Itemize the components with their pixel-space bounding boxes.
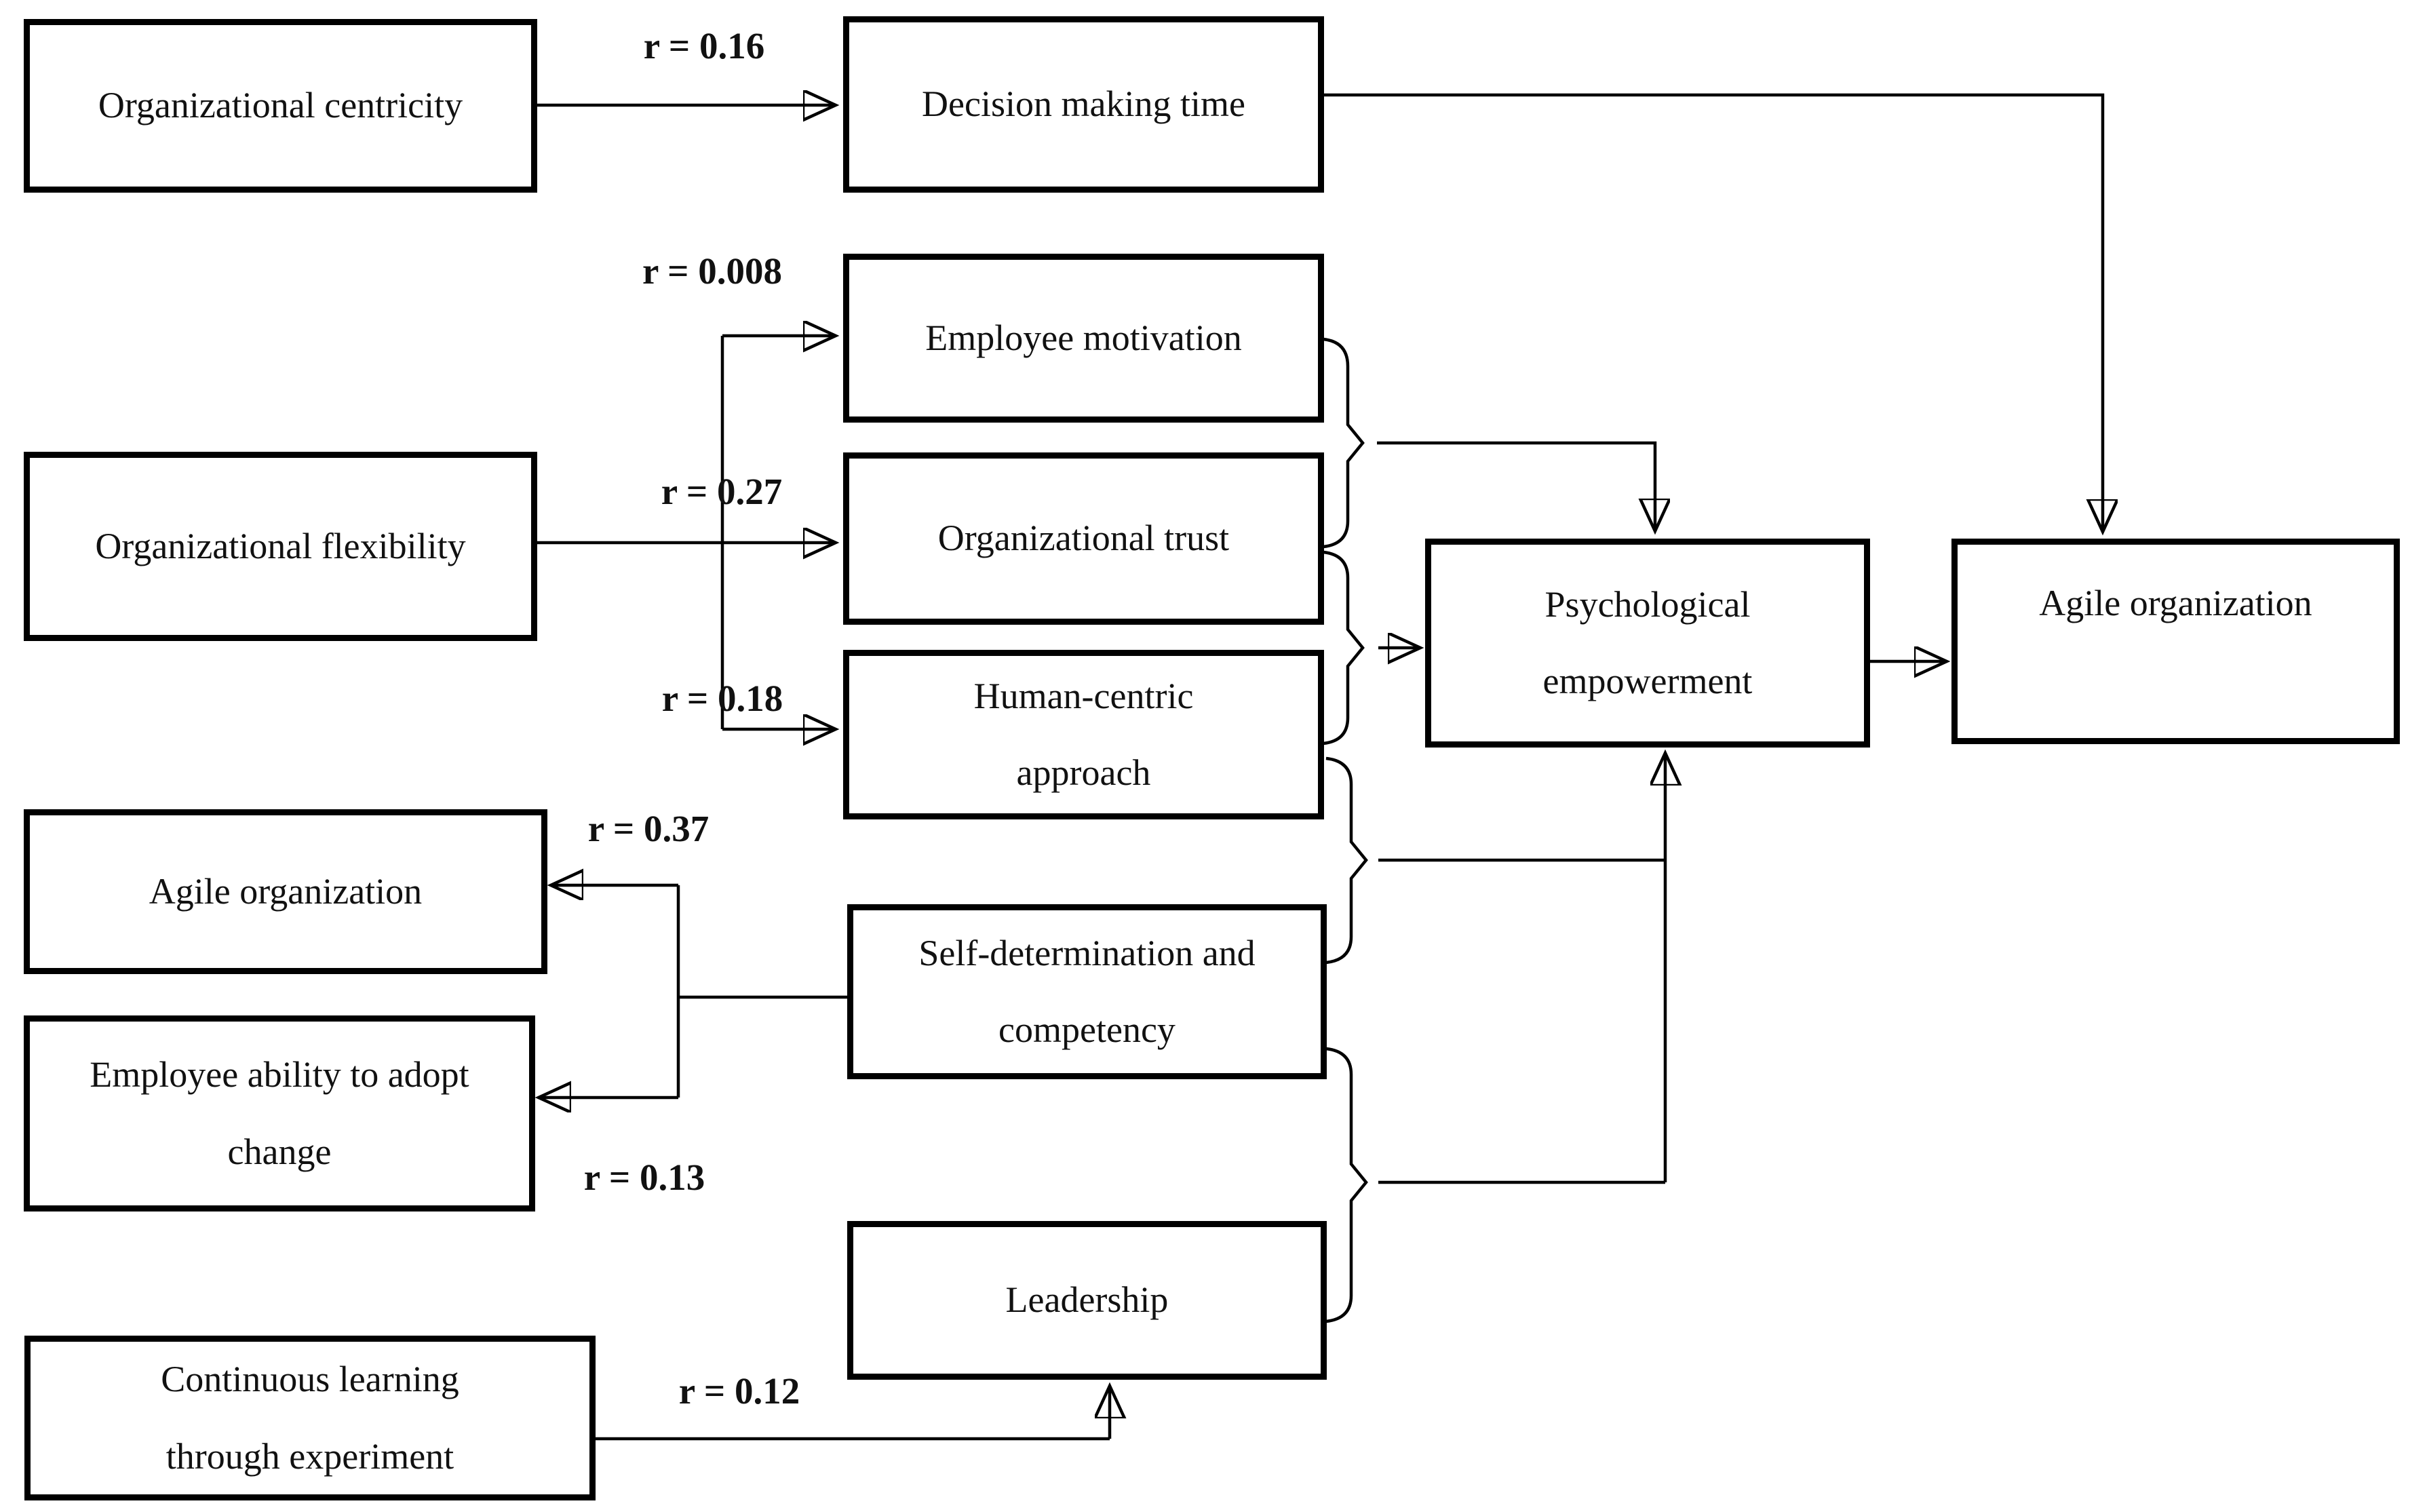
box-leadership: Leadership xyxy=(847,1221,1327,1380)
correlation-label-r012: r = 0.12 xyxy=(678,1370,800,1412)
correlation-label-r037: r = 0.37 xyxy=(587,808,710,849)
box-organizational-flexibility: Organizational flexibility xyxy=(24,452,537,641)
correlation-label-r0008: r = 0.008 xyxy=(642,250,782,292)
box-employee-ability-adopt-change: Employee ability to adopt change xyxy=(24,1015,535,1211)
correlation-label-r027: r = 0.27 xyxy=(661,471,783,512)
box-decision-making-time: Decision making time xyxy=(843,16,1324,193)
box-continuous-learning-experiment: Continuous learning through experiment xyxy=(24,1336,596,1500)
bracket-human-centric-selfdet xyxy=(1325,756,1368,965)
edge-bracket-a-to-psych-top-arrow xyxy=(1377,441,1655,531)
box-psychological-empowerment: Psychological empowerment xyxy=(1425,539,1870,748)
bracket-trust-human-centric xyxy=(1323,550,1365,745)
correlation-label-r016: r = 0.16 xyxy=(643,25,765,66)
bracket-motivation-trust xyxy=(1323,337,1365,549)
box-human-centric-approach: Human-centric approach xyxy=(843,650,1324,819)
box-organizational-trust: Organizational trust xyxy=(843,452,1324,625)
bracket-selfdet-leadership xyxy=(1325,1047,1368,1323)
box-organizational-centricity: Organizational centricity xyxy=(24,19,537,193)
box-agile-organization-right: Agile organization xyxy=(1951,539,2400,744)
box-employee-motivation: Employee motivation xyxy=(843,254,1324,423)
correlation-label-r013: r = 0.13 xyxy=(583,1157,705,1198)
box-agile-organization-left: Agile organization xyxy=(24,809,547,974)
correlation-label-r018: r = 0.18 xyxy=(661,678,783,719)
edge-decision-to-agile-right-arrow xyxy=(1323,93,2103,532)
box-self-determination-competency: Self-determination and competency xyxy=(847,904,1327,1079)
